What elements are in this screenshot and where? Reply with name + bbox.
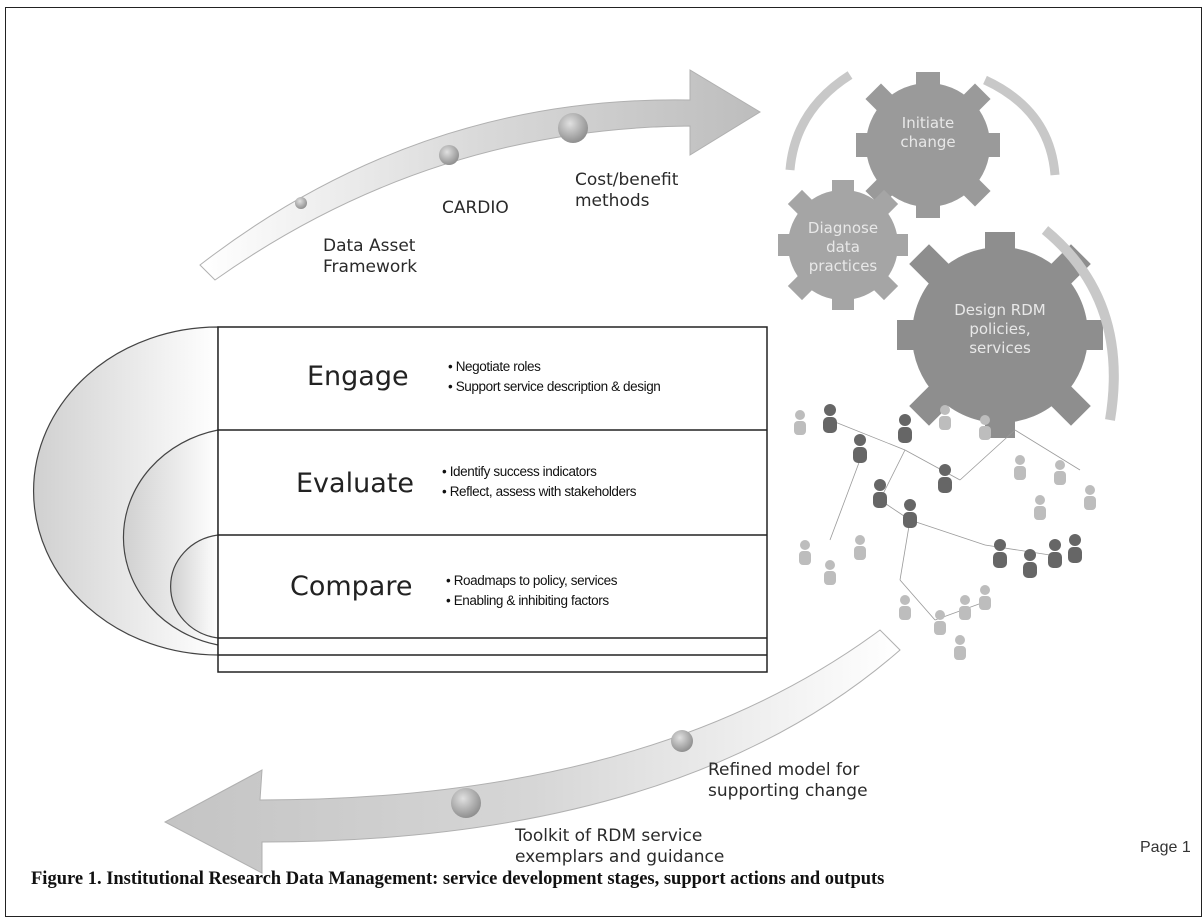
figure-caption: Figure 1. Institutional Research Data Ma… [31, 869, 885, 889]
top-arrow-milestone-dot [295, 197, 307, 209]
top-arrow-milestone-dot [558, 113, 588, 143]
page-label: Page 1 [1140, 839, 1191, 856]
bullet-item: Enabling & inhibiting factors [446, 591, 617, 611]
stage-title-engage: Engage [307, 361, 409, 392]
bottom-arrow [163, 629, 901, 874]
bullet-item: Negotiate roles [448, 357, 660, 377]
figure-frame [5, 7, 1202, 917]
stage-bullets-evaluate: Identify success indicators Reflect, ass… [442, 462, 637, 502]
stage-title-compare: Compare [290, 571, 413, 602]
people-icons-faded [794, 405, 1096, 660]
gear-label-design: Design RDM policies, services [954, 301, 1046, 357]
gear-diagnose [778, 180, 908, 310]
bottom-arrow-milestone-dot [671, 730, 693, 752]
bottom-arrow-milestone-dot [451, 788, 481, 818]
stage-bullets-compare: Roadmaps to policy, services Enabling & … [446, 571, 618, 611]
bullet-item: Support service description & design [448, 377, 661, 397]
milestone-label-refined-model: Refined model for supporting change [708, 760, 868, 801]
milestone-label-data-asset-framework: Data Asset Framework [323, 236, 418, 277]
bullet-item: Roadmaps to policy, services [446, 571, 618, 591]
stage-bullets-engage: Negotiate roles Support service descript… [448, 357, 661, 397]
milestone-label-cost-benefit: Cost/benefit methods [575, 170, 679, 211]
stage-title-evaluate: Evaluate [296, 468, 414, 499]
people-icons [823, 404, 1082, 578]
gear-label-initiate-change: Initiate change [900, 114, 956, 151]
bullet-item: Identify success indicators [442, 462, 636, 482]
top-arrow [199, 69, 761, 281]
inner-arc [170, 534, 219, 639]
gear-design [897, 232, 1103, 438]
people-network [829, 419, 1081, 621]
gear-initiate [856, 72, 1000, 218]
gear-label-diagnose: Diagnose data practices [807, 219, 879, 275]
milestone-label-toolkit: Toolkit of RDM service exemplars and gui… [515, 826, 725, 867]
top-arrow-milestone-dot [439, 145, 459, 165]
bullet-item: Reflect, assess with stakeholders [442, 482, 637, 502]
milestone-label-cardio: CARDIO [442, 198, 509, 218]
